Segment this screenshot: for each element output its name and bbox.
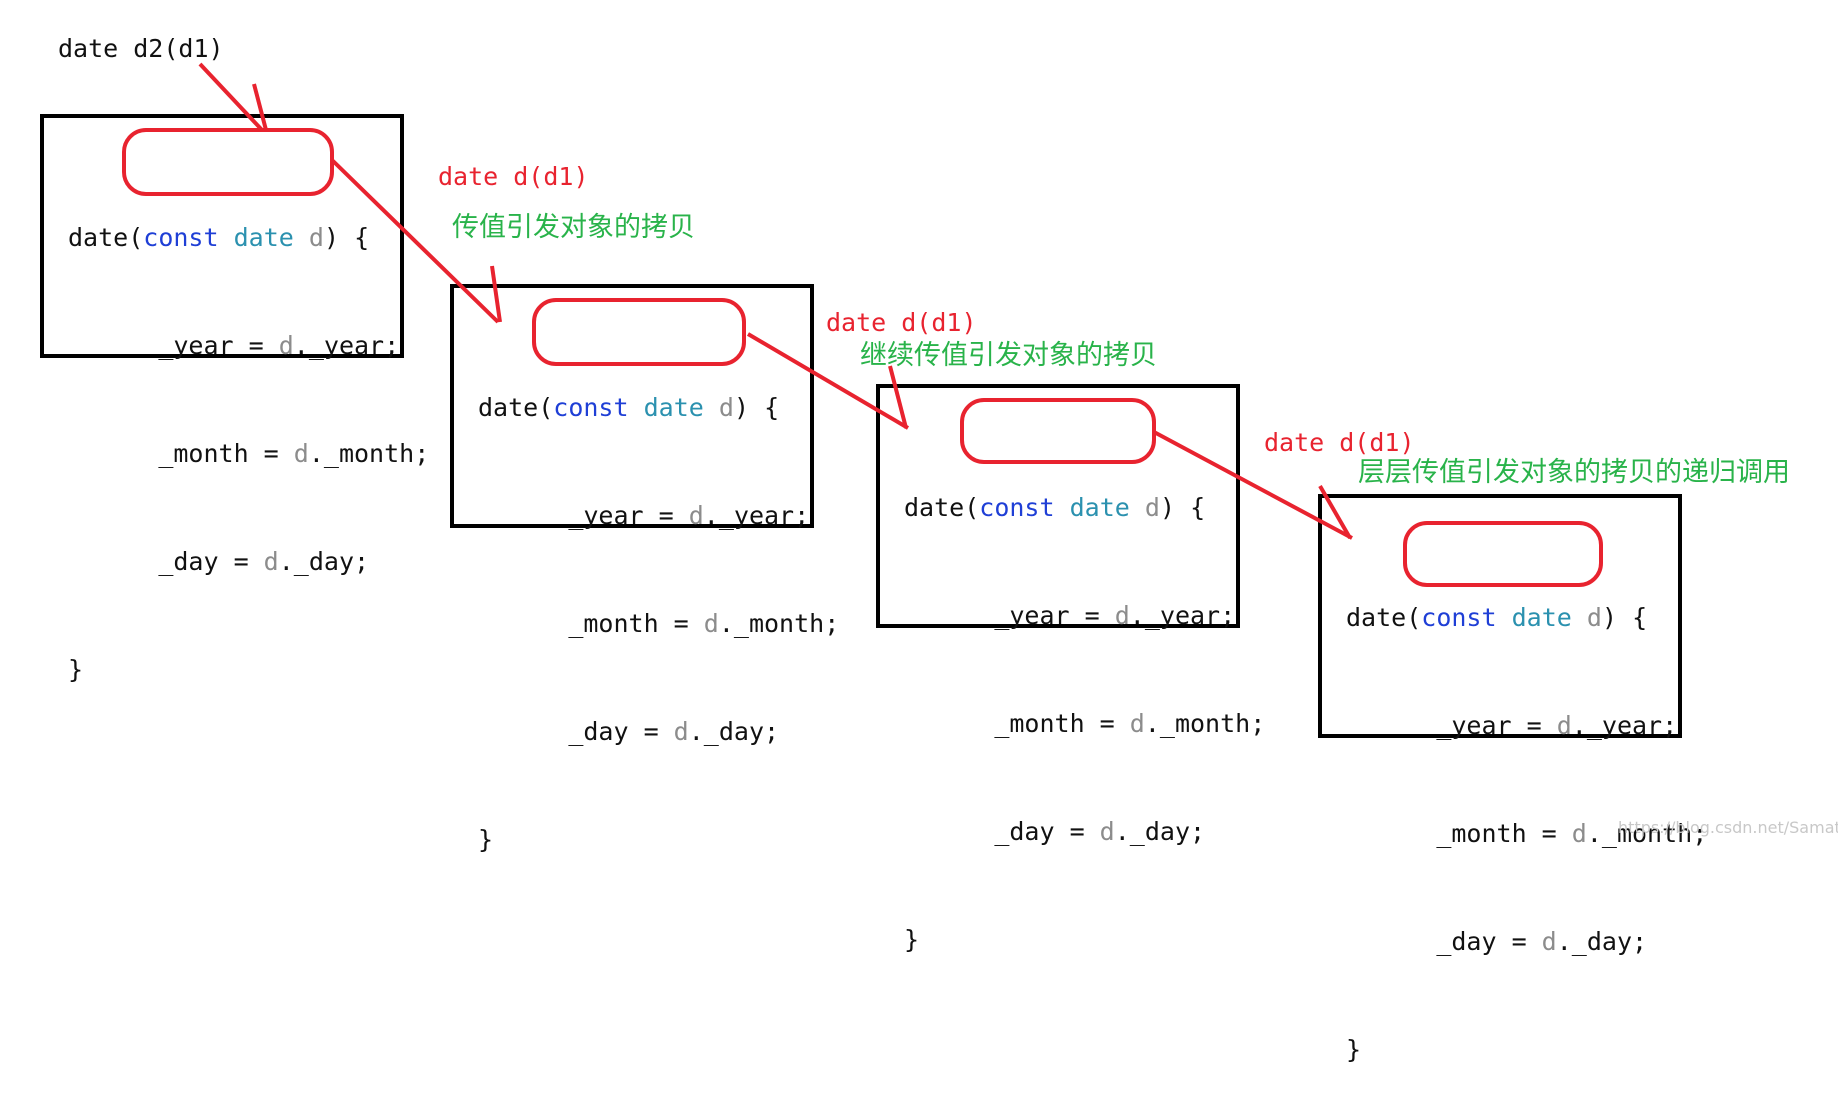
arrow-2-to-3 bbox=[746, 332, 910, 430]
brace-open: { bbox=[764, 393, 780, 422]
param-highlight-4 bbox=[1403, 521, 1603, 587]
call-label-2: date d(d1) bbox=[826, 308, 977, 337]
const-keyword: const bbox=[553, 393, 629, 422]
brace-open: { bbox=[354, 223, 370, 252]
code-signature: date(const date d) { bbox=[1346, 600, 1707, 636]
code-line-day: _day = d._day; bbox=[158, 547, 370, 576]
code-box-2 bbox=[450, 284, 814, 528]
code-signature: date(const date d) { bbox=[904, 490, 1265, 526]
type-name: date bbox=[643, 393, 704, 422]
fn-name: date bbox=[1346, 603, 1407, 632]
arrow-3-tick bbox=[1318, 485, 1352, 539]
param-highlight-2 bbox=[532, 298, 746, 366]
code-box-3 bbox=[876, 384, 1240, 628]
arrow-1-to-2 bbox=[330, 158, 500, 324]
const-keyword: const bbox=[1421, 603, 1497, 632]
const-keyword: const bbox=[979, 493, 1055, 522]
code-line-year: _year = d._year; bbox=[158, 331, 400, 360]
fn-name: date bbox=[68, 223, 129, 252]
arrow-top-2 bbox=[252, 83, 268, 131]
open-paren: ( bbox=[1406, 603, 1422, 632]
param-name: d bbox=[1144, 493, 1160, 522]
code-signature: date(const date d) { bbox=[478, 390, 839, 426]
open-paren: ( bbox=[128, 223, 144, 252]
arrow-2-tick bbox=[888, 365, 908, 429]
param-highlight-1 bbox=[122, 128, 334, 196]
param-name: d bbox=[718, 393, 734, 422]
close-paren: ) bbox=[323, 223, 340, 252]
note-1: 传值引发对象的拷贝 bbox=[452, 212, 695, 243]
code-line-month: _month = d._month; bbox=[158, 439, 430, 468]
brace-open: { bbox=[1190, 493, 1206, 522]
arrow-overlay bbox=[122, 62, 1603, 587]
code-line-year: _year = d._year; bbox=[994, 601, 1236, 630]
type-name: date bbox=[233, 223, 294, 252]
close-paren: ) bbox=[1601, 603, 1618, 632]
call-label-3: date d(d1) bbox=[1264, 428, 1415, 457]
const-keyword: const bbox=[143, 223, 219, 252]
code-line-year: _year = d._year; bbox=[1436, 711, 1678, 740]
open-paren: ( bbox=[538, 393, 554, 422]
open-paren: ( bbox=[964, 493, 980, 522]
arrow-1-tick bbox=[490, 265, 502, 323]
code-block-3: date(const date d) { _year = d._year; _m… bbox=[904, 418, 1265, 994]
call-label-1: date d(d1) bbox=[438, 162, 589, 191]
code-line-month: _month = d._month; bbox=[568, 609, 840, 638]
code-block-1: date(const date d) { _year = d._year; _m… bbox=[68, 148, 429, 724]
fn-name: date bbox=[478, 393, 539, 422]
arrow-top-1 bbox=[198, 62, 264, 132]
close-paren: ) bbox=[1159, 493, 1176, 522]
watermark: https://blog.csdn.net/Samature bbox=[1618, 818, 1838, 837]
code-brace-close: } bbox=[1346, 1035, 1362, 1064]
code-line-day: _day = d._day; bbox=[1436, 927, 1648, 956]
code-line-day: _day = d._day; bbox=[568, 717, 780, 746]
code-line-year: _year = d._year; bbox=[568, 501, 810, 530]
top-call-label: date d2(d1) bbox=[58, 34, 224, 63]
code-box-4 bbox=[1318, 494, 1682, 738]
fn-name: date bbox=[904, 493, 965, 522]
code-signature: date(const date d) { bbox=[68, 220, 429, 256]
note-2: 继续传值引发对象的拷贝 bbox=[860, 340, 1157, 371]
close-paren: ) bbox=[733, 393, 750, 422]
note-3: 层层传值引发对象的拷贝的递归调用 bbox=[1358, 457, 1790, 488]
code-line-month: _month = d._month; bbox=[994, 709, 1266, 738]
code-brace-close: } bbox=[68, 655, 84, 684]
type-name: date bbox=[1069, 493, 1130, 522]
param-name: d bbox=[308, 223, 324, 252]
code-block-2: date(const date d) { _year = d._year; _m… bbox=[478, 318, 839, 894]
arrow-3-to-4 bbox=[1153, 430, 1353, 540]
brace-open: { bbox=[1632, 603, 1648, 632]
type-name: date bbox=[1511, 603, 1572, 632]
code-brace-close: } bbox=[904, 925, 920, 954]
code-box-1 bbox=[40, 114, 404, 358]
param-highlight-3 bbox=[960, 398, 1156, 464]
param-name: d bbox=[1586, 603, 1602, 632]
